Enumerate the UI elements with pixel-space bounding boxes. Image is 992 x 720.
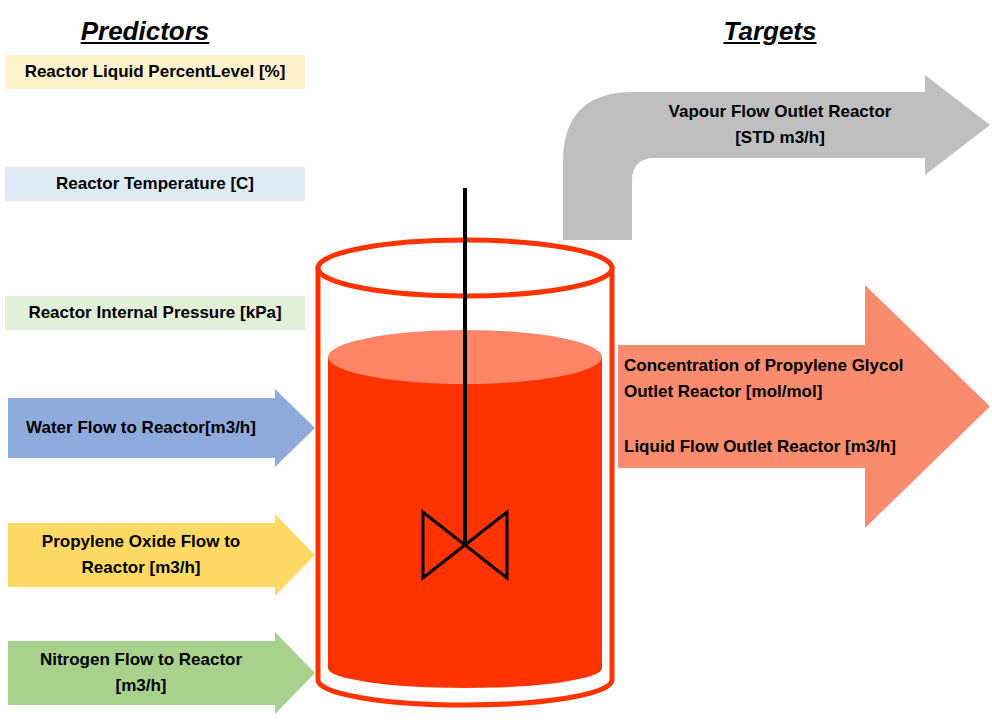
arrow-shape	[618, 285, 990, 528]
text-area: Reactor Temperature [C]	[13, 171, 297, 197]
flow-arrow: Nitrogen Flow to Reactor [m3/h]	[8, 632, 315, 714]
arrow-body	[8, 389, 315, 467]
text-area: Vapour Flow Outlet Reactor [STD m3/h]	[650, 99, 910, 151]
flow-arrow: Concentration of Propylene Glycol Outlet…	[618, 285, 990, 528]
predictor-box: Reactor Liquid PercentLevel [%]	[5, 55, 305, 89]
arrow-shape	[8, 632, 315, 714]
text-area: Reactor Liquid PercentLevel [%]	[13, 59, 297, 85]
text-area: Propylene Oxide Flow to Reactor [m3/h]	[26, 529, 256, 581]
impeller-blade	[423, 512, 465, 578]
node-text: Vapour Flow Outlet Reactor [STD m3/h]	[650, 99, 910, 151]
flow-arrow: Propylene Oxide Flow to Reactor [m3/h]	[8, 514, 315, 596]
predictor-box: Reactor Internal Pressure [kPa]	[5, 296, 305, 330]
column-heading: Predictors	[35, 15, 255, 47]
agitator-shaft	[463, 188, 467, 545]
node-text: Liquid Flow Outlet Reactor [m3/h]	[624, 434, 924, 460]
text-area: Water Flow to Reactor[m3/h]	[16, 415, 266, 441]
column-heading: Targets	[660, 15, 880, 47]
arrow-body	[8, 632, 315, 714]
node-text: Reactor Liquid PercentLevel [%]	[13, 59, 297, 85]
node-text: Propylene Oxide Flow to Reactor [m3/h]	[26, 529, 256, 581]
node-text: Nitrogen Flow to Reactor [m3/h]	[26, 647, 256, 699]
text-area: Concentration of Propylene Glycol Outlet…	[624, 353, 924, 460]
arrow-shape	[8, 514, 315, 596]
text-area: Nitrogen Flow to Reactor [m3/h]	[26, 647, 256, 699]
node-text: Reactor Temperature [C]	[13, 171, 297, 197]
impeller-blade	[465, 512, 507, 578]
arrow-body	[618, 285, 990, 528]
flow-arrow: Vapour Flow Outlet Reactor [STD m3/h]	[560, 72, 990, 242]
node-text: Reactor Internal Pressure [kPa]	[13, 300, 297, 326]
text-area: Reactor Internal Pressure [kPa]	[13, 300, 297, 326]
node-text: Water Flow to Reactor[m3/h]	[16, 415, 266, 441]
arrow-shape	[560, 72, 990, 242]
flow-arrow: Water Flow to Reactor[m3/h]	[8, 389, 315, 467]
arrow-body	[8, 514, 315, 596]
predictor-box: Reactor Temperature [C]	[5, 167, 305, 201]
arrow-body	[563, 75, 990, 240]
node-text: Concentration of Propylene Glycol Outlet…	[624, 353, 924, 405]
